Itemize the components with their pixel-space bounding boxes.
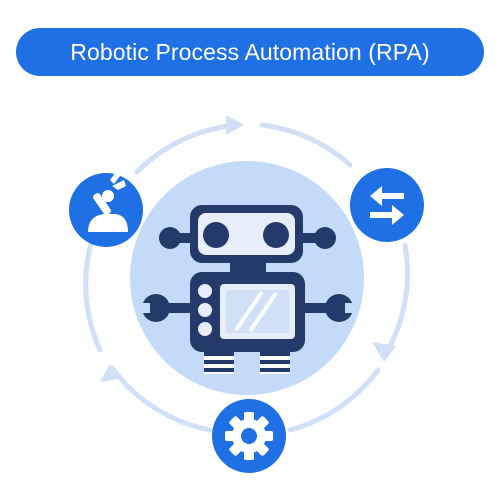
node-robot-arm (69, 172, 143, 247)
node-gear (212, 399, 286, 473)
title-banner: Robotic Process Automation (RPA) (16, 28, 484, 76)
cycle-ring (83, 122, 410, 433)
swap-arrows-icon (370, 186, 404, 225)
robot-hand-right (303, 294, 357, 322)
cycle-arc-right (382, 242, 410, 358)
robot-hand-left (138, 294, 192, 322)
robot-arm-icon (88, 172, 128, 232)
arrowhead-top-icon (226, 115, 244, 135)
cycle-arc-left (83, 237, 103, 353)
cycle-arrowheads (100, 115, 396, 382)
robot-foot-right (260, 352, 290, 374)
arrowhead-right-icon (372, 342, 396, 362)
arrowhead-left-icon (100, 364, 124, 382)
node-swap (350, 168, 424, 242)
robot-icon (138, 205, 357, 374)
cycle-arc-top-right (259, 122, 353, 168)
robot-eye-left (203, 222, 229, 248)
robot-eye-right (263, 222, 289, 248)
gear-icon (225, 412, 273, 460)
robot-foot-left (204, 352, 234, 374)
cycle-arc-bottom-right (287, 367, 381, 433)
page-title: Robotic Process Automation (RPA) (70, 38, 430, 65)
